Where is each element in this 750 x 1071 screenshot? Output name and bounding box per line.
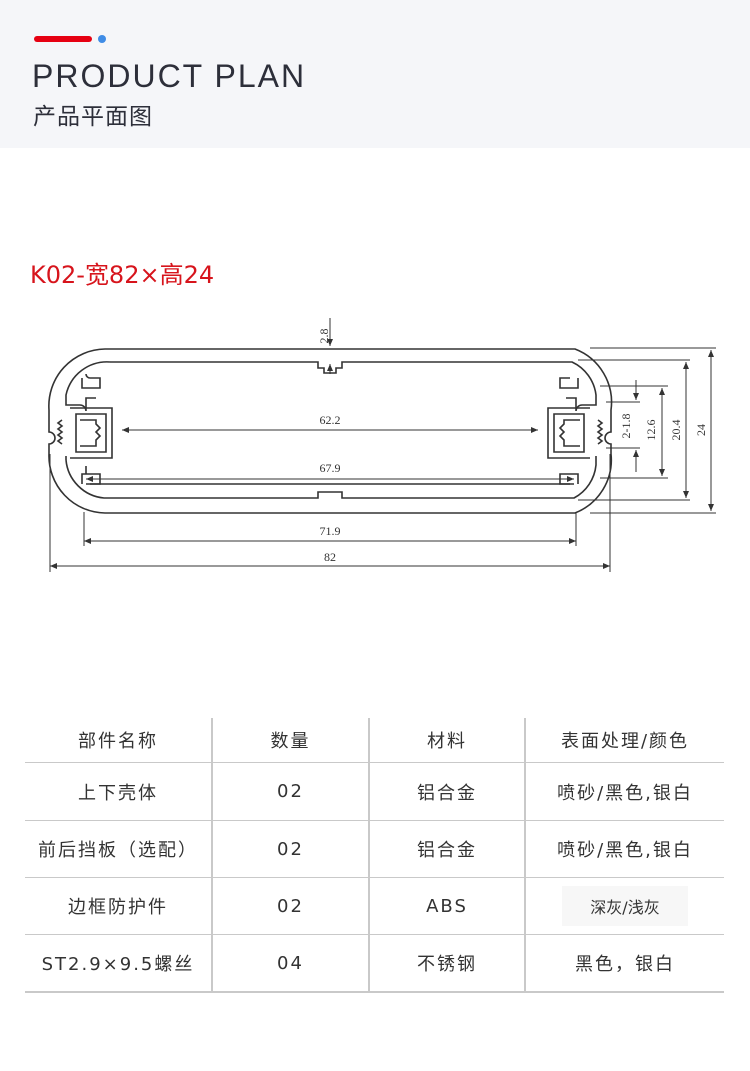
- finish-color-tag: 深灰/浅灰: [562, 886, 688, 926]
- cell-part-name: 边框防护件: [25, 877, 213, 935]
- cell-material: 不锈钢: [369, 934, 526, 993]
- dim-overall-width: 82: [324, 550, 336, 564]
- dim-slot-height: 12.6: [644, 420, 658, 441]
- header-band: PRODUCT PLAN 产品平面图: [0, 0, 750, 148]
- dim-overall-height: 24: [694, 424, 708, 436]
- cell-finish-color: 喷砂/黑色,银白: [525, 820, 724, 878]
- cell-quantity: 02: [212, 820, 370, 878]
- header-finish-color: 表面处理/颜色: [525, 718, 724, 763]
- page-title-cn: 产品平面图: [33, 104, 153, 130]
- table-row: 前后挡板（选配） 02 铝合金 喷砂/黑色,银白: [25, 820, 724, 878]
- cell-part-name: 上下壳体: [25, 762, 213, 821]
- table-row: 上下壳体 02 铝合金 喷砂/黑色,银白: [25, 762, 724, 821]
- header-material: 材料: [369, 718, 526, 763]
- model-label: K02-宽82×高24: [30, 261, 215, 289]
- cell-material: ABS: [369, 877, 526, 935]
- dimension-lines: [49, 318, 716, 572]
- profile-outline: [48, 348, 613, 514]
- dim-slot-gap: 2-1.8: [619, 414, 633, 439]
- cell-quantity: 02: [212, 877, 370, 935]
- profile-drawing: 2.8 62.2 67.9 71.9 82 2-1.8 12.6 20.4 24: [48, 318, 716, 572]
- cell-part-name: ST2.9×9.5螺丝: [25, 934, 213, 993]
- cell-finish-color: 黑色，银白: [525, 934, 724, 993]
- accent-line: [34, 36, 92, 42]
- table-row: 边框防护件 02 ABS 深灰/浅灰: [25, 877, 724, 935]
- dim-inner-bottom: 71.9: [320, 524, 341, 538]
- dim-inner-mid: 67.9: [320, 461, 341, 475]
- dim-top-notch: 2.8: [317, 329, 331, 344]
- accent-dot: [98, 35, 106, 43]
- header-part-name: 部件名称: [25, 718, 213, 763]
- cell-material: 铝合金: [369, 762, 526, 821]
- cell-finish-color: 深灰/浅灰: [525, 877, 724, 935]
- table-row: ST2.9×9.5螺丝 04 不锈钢 黑色，银白: [25, 934, 724, 993]
- table-header-row: 部件名称 数量 材料 表面处理/颜色: [25, 718, 724, 763]
- cell-finish-color: 喷砂/黑色,银白: [525, 762, 724, 821]
- header-quantity: 数量: [212, 718, 370, 763]
- cell-quantity: 02: [212, 762, 370, 821]
- cell-quantity: 04: [212, 934, 370, 993]
- dim-inner-top: 62.2: [320, 413, 341, 427]
- dim-inner-height: 20.4: [669, 420, 683, 441]
- cell-part-name: 前后挡板（选配）: [25, 820, 213, 878]
- spec-table: 部件名称 数量 材料 表面处理/颜色 上下壳体 02 铝合金 喷砂/黑色,银白 …: [25, 718, 724, 993]
- page-title-en: PRODUCT PLAN: [32, 58, 307, 94]
- cell-material: 铝合金: [369, 820, 526, 878]
